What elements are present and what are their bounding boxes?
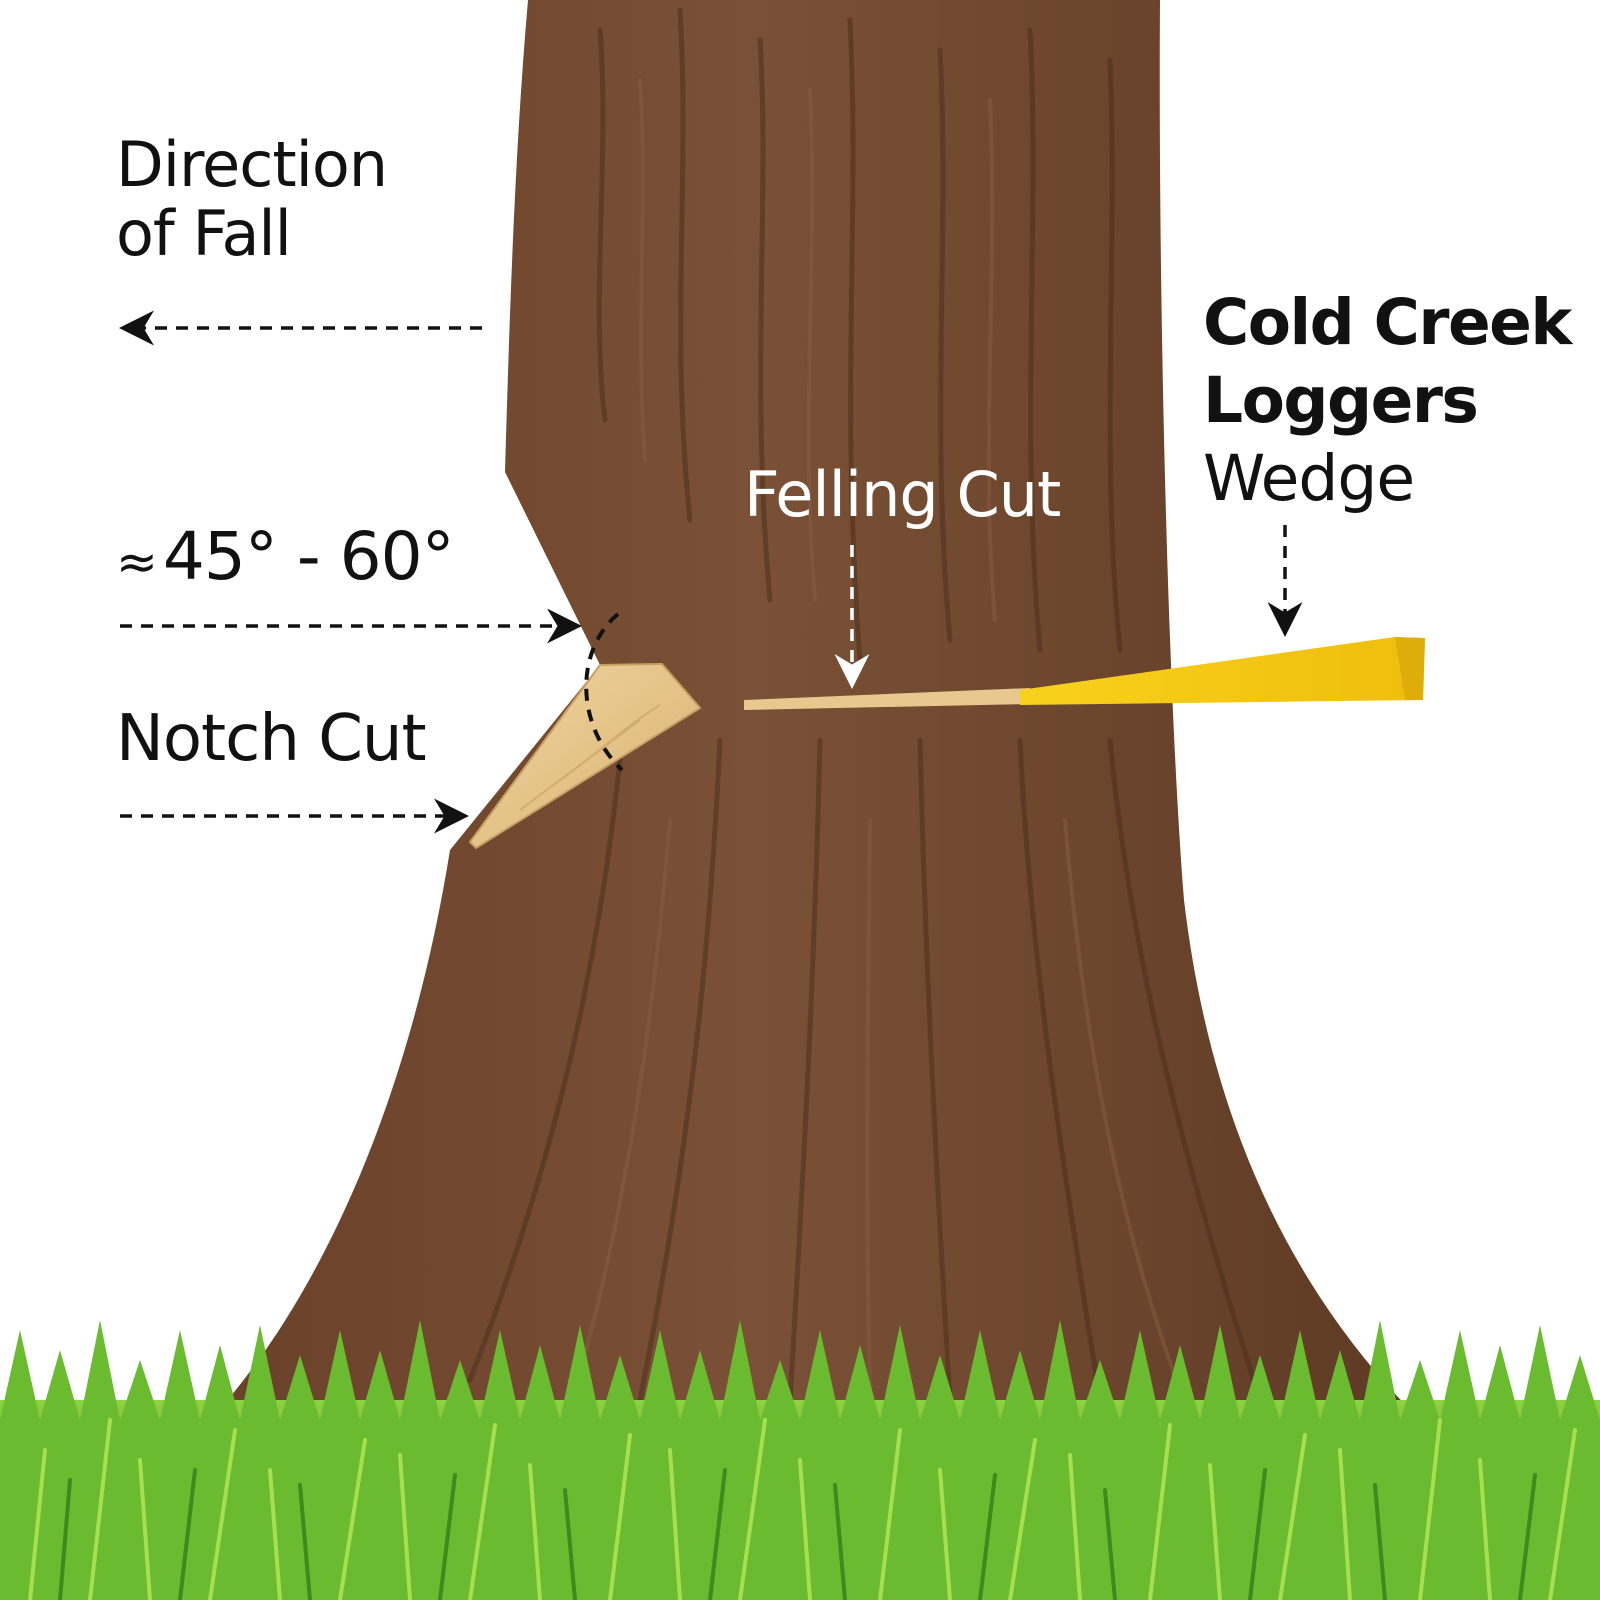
direction-line-2: of Fall [116,197,292,271]
tree-trunk [210,0,1420,1420]
direction-of-fall-label: Direction of Fall [116,128,388,271]
wedge-shape [1020,637,1425,705]
felling-cut-slit [744,688,1030,710]
angle-arc [584,612,624,772]
grass [0,1320,1600,1600]
notch-cut-face [468,662,702,850]
bark-texture [467,7,1263,1403]
angle-range: 45° - 60° [162,518,455,595]
brand-line-1: Cold Creek [1203,286,1572,359]
bark-highlights [573,78,1182,1392]
direction-line-1: Direction [116,128,388,201]
wedge-edge [1395,637,1425,700]
angle-range-label: ≈45° - 60° [116,518,455,595]
notch-cut-label: Notch Cut [116,702,427,776]
brand-line-2: Loggers [1203,364,1479,438]
felling-cut-label: Felling Cut [744,458,1061,531]
wedge-brand-label: Cold Creek Loggers Wedge [1203,284,1572,518]
brand-line-3: Wedge [1203,442,1415,516]
notch-wood-grain [519,704,661,811]
approx-symbol: ≈ [116,533,158,591]
